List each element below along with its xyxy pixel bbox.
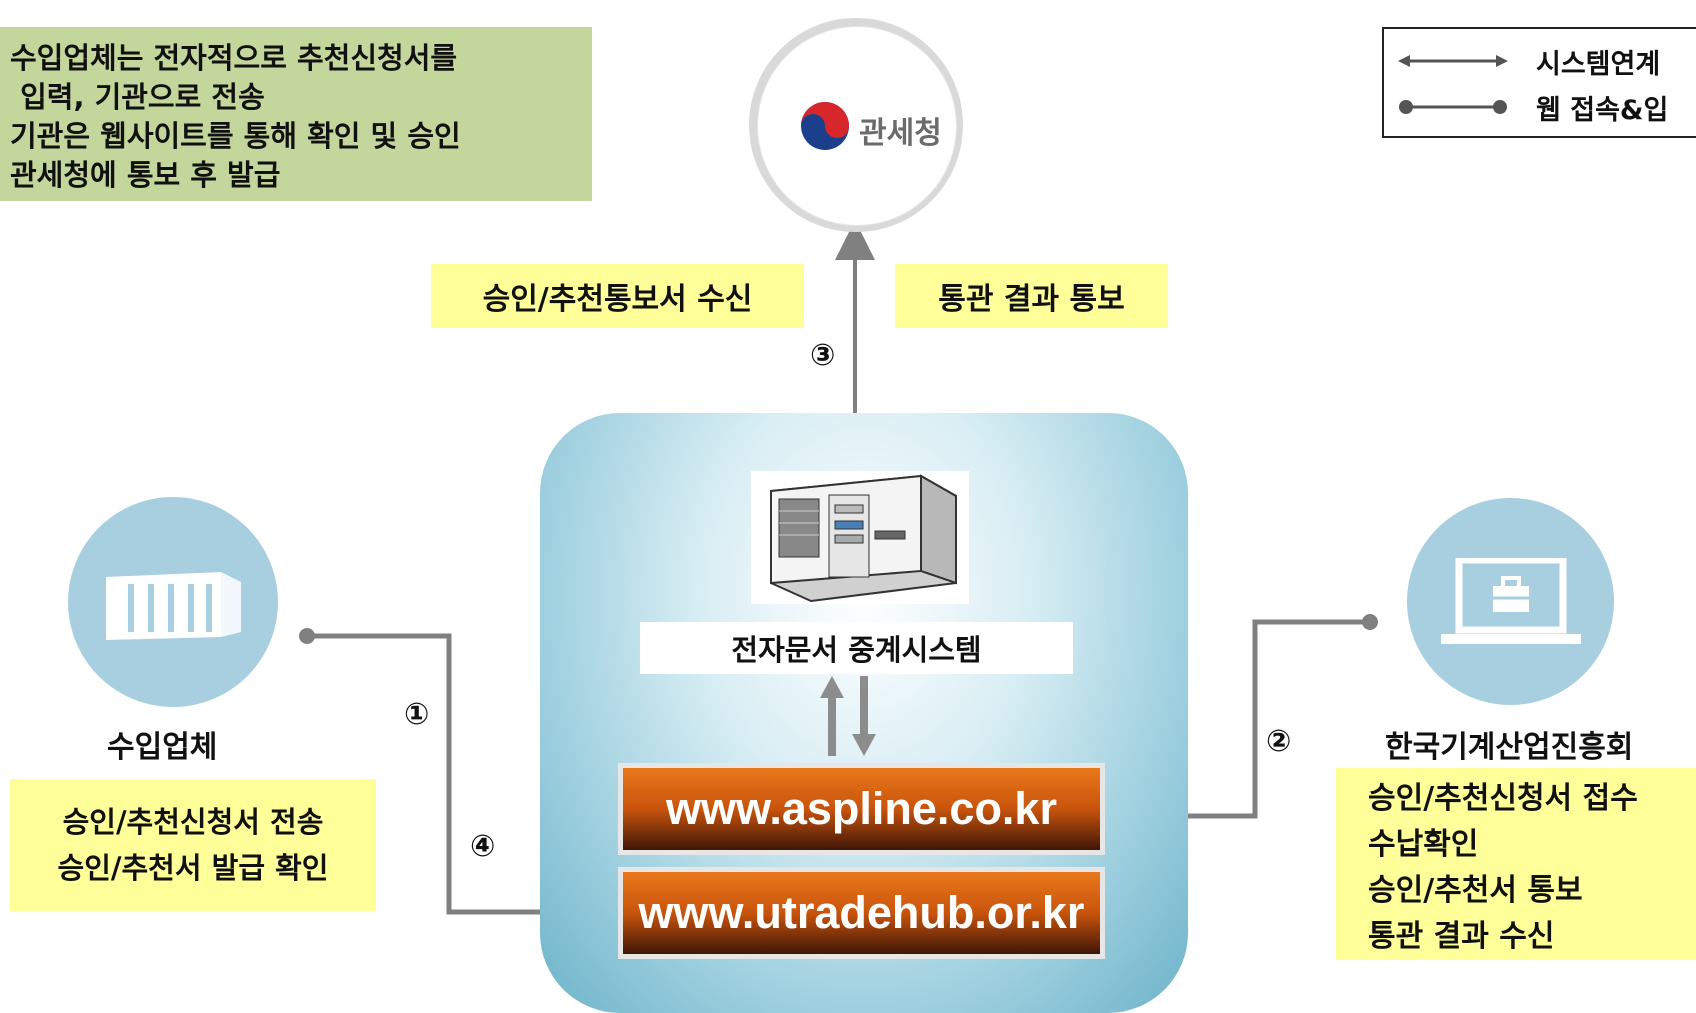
dot-line-icon [1399, 100, 1507, 114]
korea-taegeuk-icon [801, 102, 849, 150]
up-down-arrows-icon [820, 676, 876, 756]
importer-link-dot-start [299, 628, 315, 644]
importer-note-1: 승인/추천신청서 전송 [62, 805, 324, 839]
institute-notes: 승인/추천신청서 접수 수납확인 승인/추천서 통보 통관 결과 수신 [1336, 768, 1696, 960]
description-line-3: 기관은 웹사이트를 통해 확인 및 승인 [10, 119, 461, 153]
double-arrow-icon [1398, 55, 1508, 67]
customs-result-label: 통관 결과 통보 [895, 264, 1168, 328]
description-line-4: 관세청에 통보 후 발급 [10, 158, 281, 192]
institute-link-line [1139, 619, 1370, 819]
container-icon [106, 572, 241, 640]
importer-link-line [307, 633, 593, 915]
step-2-marker: ② [1266, 724, 1292, 759]
importer-title: 수입업체 [107, 730, 218, 765]
institute-note-1: 승인/추천신청서 접수 [1368, 781, 1638, 816]
step-3-marker: ③ [810, 338, 836, 373]
legend-row-web: 웹 접속&입 [1398, 87, 1668, 127]
institute-note-2: 수납확인 [1368, 827, 1479, 862]
description-line-1: 수입업체는 전자적으로 추천신청서를 [10, 41, 458, 75]
laptop-icon [1441, 558, 1581, 644]
step-1-marker: ① [404, 697, 430, 732]
institute-circle [1407, 498, 1614, 705]
institute-note-3: 승인/추천서 통보 [1368, 873, 1583, 908]
legend-system-label: 시스템연계 [1536, 48, 1661, 80]
step-4-marker: ④ [470, 829, 496, 864]
relay-system-label: 전자문서 중계시스템 [640, 622, 1073, 674]
importer-notes: 승인/추천신청서 전송 승인/추천서 발급 확인 [10, 779, 376, 911]
institute-note-4: 통관 결과 수신 [1368, 919, 1555, 954]
customs-logo-text: 관세청 [859, 116, 942, 151]
legend-row-system: 시스템연계 [1398, 41, 1660, 81]
legend-web-label: 웹 접속&입 [1536, 94, 1669, 126]
institute-link-dot-end [1362, 614, 1378, 630]
institute-title: 한국기계산업진흥회 [1385, 730, 1634, 765]
customs-circle: 관세청 [749, 18, 963, 232]
utradehub-site-link[interactable]: www.utradehub.or.kr [618, 867, 1105, 959]
importer-note-2: 승인/추천서 발급 확인 [57, 851, 329, 885]
legend-box: 시스템연계 웹 접속&입 [1382, 27, 1696, 138]
description-line-2: 입력, 기관으로 전송 [10, 80, 265, 114]
importer-circle [68, 497, 278, 707]
server-icon [751, 471, 969, 604]
customs-receive-label: 승인/추천통보서 수신 [431, 264, 804, 328]
aspline-site-link[interactable]: www.aspline.co.kr [618, 763, 1105, 855]
